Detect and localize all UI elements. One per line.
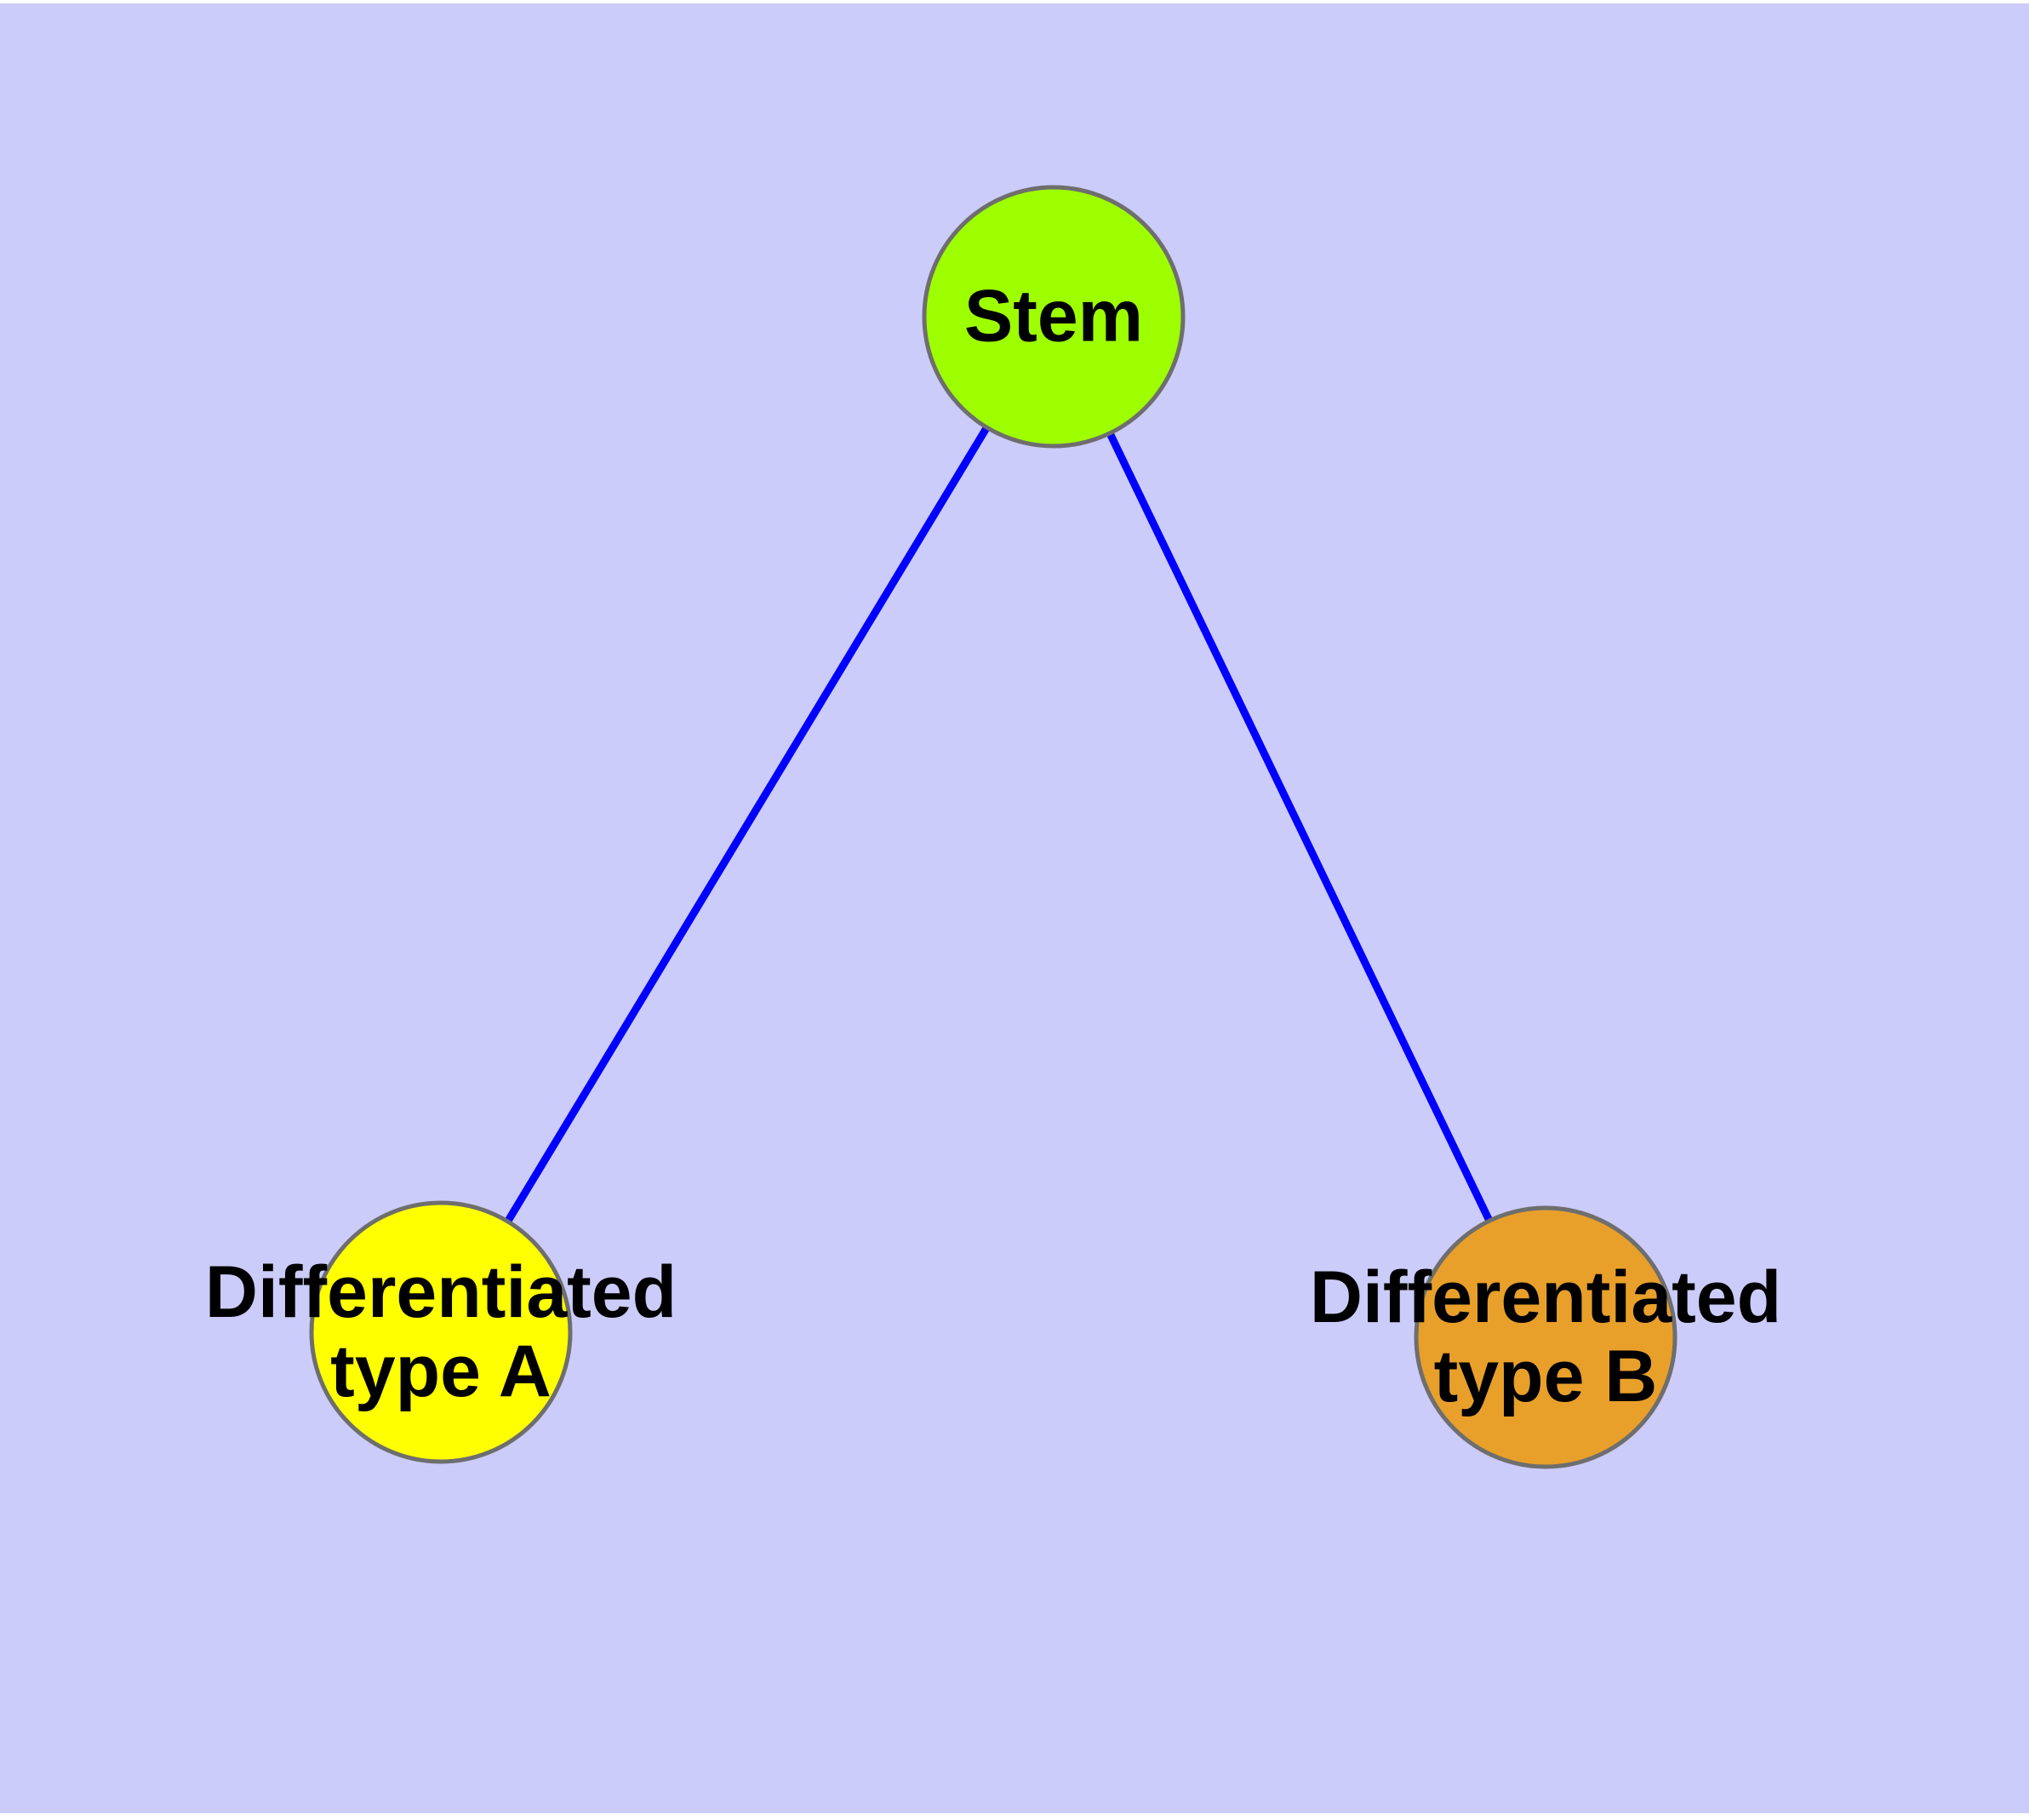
node-diff-b[interactable] [1414, 1205, 1677, 1469]
node-layer [309, 185, 1677, 1469]
node-diff-a[interactable] [309, 1200, 573, 1464]
edge-stem-to-diff-b[interactable] [1105, 428, 1495, 1226]
node-stem[interactable] [922, 185, 1186, 449]
edge-stem-to-diff-a[interactable] [502, 422, 992, 1227]
edge-layer [502, 422, 1495, 1227]
